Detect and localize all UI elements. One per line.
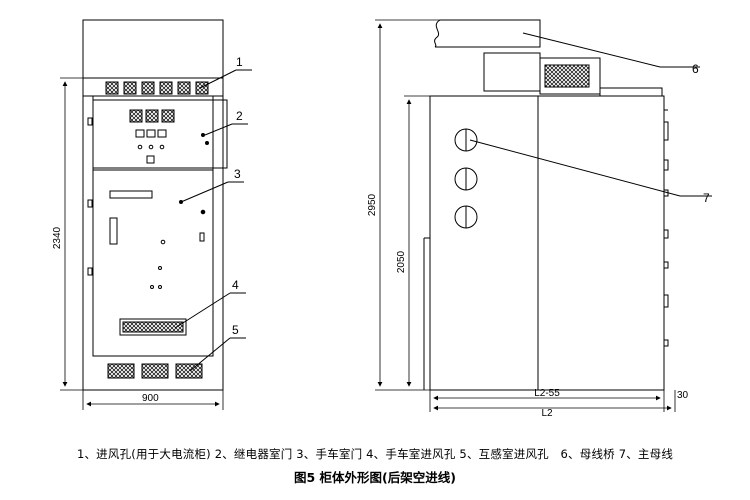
callout-5: 5: [232, 323, 239, 337]
parts-legend: 1、进风孔(用于大电流柜) 2、继电器室门 3、手车室门 4、手车室进风孔 5、…: [76, 447, 674, 461]
front-height-label: 2340: [52, 226, 63, 249]
top-vent-holes: [105, 81, 209, 95]
side-depth-label: L2: [541, 408, 553, 419]
figure-title: 图5 柜体外形图(后架空进线): [294, 470, 456, 485]
front-top-box: [82, 19, 224, 79]
callout-4: 4: [232, 278, 239, 292]
side-offset-label: 30: [677, 390, 689, 401]
side-cabinet-body: [429, 95, 665, 391]
main-busbar-symbols: [454, 128, 478, 229]
callout-3: 3: [234, 167, 241, 181]
side-depth-inner-label: L2-55: [534, 388, 560, 399]
relay-room-door: [92, 99, 228, 169]
front-view: [60, 19, 252, 410]
callout-1: 1: [236, 55, 243, 69]
side-view: [375, 19, 712, 412]
front-cabinet-body: [82, 77, 224, 391]
callout-2: 2: [236, 109, 243, 123]
handcart-vent: [119, 318, 187, 336]
callout-7: 7: [703, 191, 710, 205]
busbar-bridge: [434, 19, 541, 48]
cabinet-outline-drawing: 900 2340 1 2 3 4 5: [52, 19, 712, 419]
side-lower-height-label: 2050: [396, 250, 407, 273]
side-total-height-label: 2950: [367, 193, 378, 216]
callout-6: 6: [692, 62, 699, 76]
front-width-label: 900: [142, 393, 159, 404]
